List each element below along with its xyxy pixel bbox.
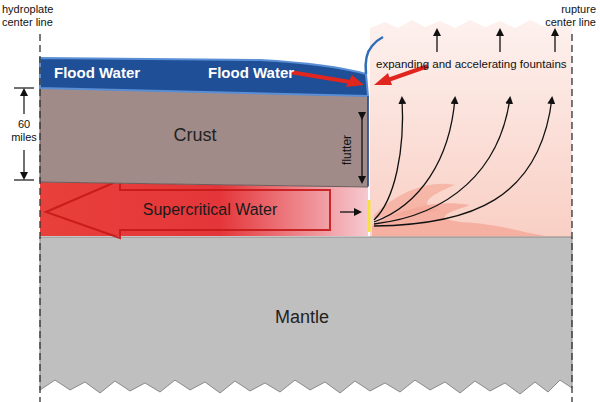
fountain-label: expanding and accelerating fountains [376, 58, 568, 71]
rupture-region [370, 20, 572, 237]
center-line-label: rupture center line [530, 3, 596, 28]
crust-edge [367, 96, 369, 186]
layer-name: Crust [173, 126, 216, 146]
dimension-label: 60 miles [4, 118, 44, 143]
center-line-label: hydroplate center line [2, 3, 74, 28]
inflow-arrow [290, 72, 350, 82]
layer-name: Flood Water [54, 65, 140, 82]
arrowhead [346, 75, 364, 87]
flutter-label: flutter [341, 133, 355, 167]
center-line [39, 34, 40, 402]
mantle-band [40, 237, 572, 394]
flood-water-band: Flood Water Flood Water [40, 58, 368, 88]
flood-water-band [40, 58, 368, 96]
jet-plume [374, 184, 455, 218]
flow-arrow [46, 180, 330, 238]
mantle-band: Mantle [40, 240, 572, 380]
push-arrow [340, 211, 360, 212]
flutter-arrow [361, 118, 362, 182]
arrowhead [374, 73, 392, 85]
layer-name: Mantle [275, 308, 329, 328]
rupture-gap [368, 200, 371, 232]
crust-band [40, 88, 368, 187]
band-edge [370, 188, 372, 236]
crust-band: Crust [40, 96, 360, 180]
supercritical-band: Supercritical Water [40, 190, 330, 230]
layer-name: Supercritical Water [143, 201, 278, 219]
layer-name: Flood Water [208, 65, 294, 82]
center-line [571, 34, 572, 402]
